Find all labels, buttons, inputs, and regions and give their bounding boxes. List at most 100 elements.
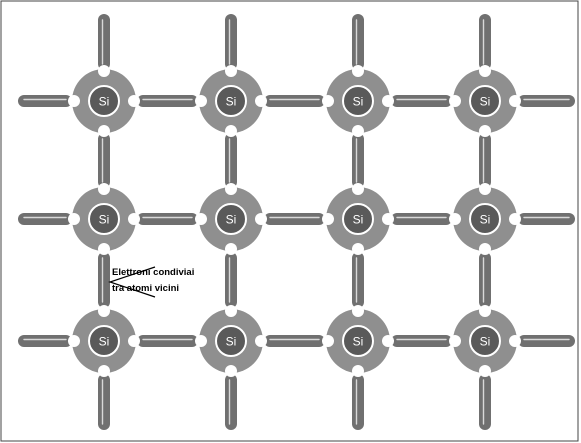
shell-notch [352,365,364,377]
electron-pair-bar [18,335,72,347]
shell-notch [449,213,461,225]
atom-symbol: Si [480,335,491,349]
electron-pair-bar [352,374,364,430]
atom-nucleus [469,203,501,235]
bond-horizontal-c3-2 [391,335,452,347]
atom-symbol: Si [353,335,364,349]
bond-horizontal-c2-0 [264,95,325,107]
bond-left-outer-2 [18,335,72,347]
bond-top-outer-0 [98,14,110,70]
bond-vertical-r2-0 [98,252,110,308]
shell-notch [479,305,491,317]
bond-horizontal-c2-1 [264,213,325,225]
bond-vertical-r1-3 [479,133,491,188]
atom-symbol: Si [353,95,364,109]
atom-nucleus [215,85,247,117]
bond-top-outer-3 [479,14,491,70]
electron-pair-bar [18,213,72,225]
silicon-atom: Si [68,305,140,377]
silicon-atom: Si [322,183,394,255]
shell-notch [255,335,267,347]
electron-pair-bar [479,14,491,70]
atom-symbol: Si [99,95,110,109]
shell-notch [195,95,207,107]
shell-notch [352,65,364,77]
electron-pair-bar [264,213,325,225]
shell-notch [98,243,110,255]
bond-vertical-r1-0 [98,133,110,188]
annotation-pointer [108,266,156,298]
bond-horizontal-c2-2 [264,335,325,347]
silicon-atom: Si [195,65,267,137]
shell-notch [98,305,110,317]
atom-nucleus [342,203,374,235]
atom-nucleus [342,85,374,117]
shell-notch [98,125,110,137]
shell-notch [322,213,334,225]
shell-notch [68,95,80,107]
silicon-atom: Si [195,305,267,377]
electron-pair-bar [98,252,110,308]
atom-symbol: Si [226,95,237,109]
shell-notch [98,183,110,195]
shell-notch [509,335,521,347]
electron-pair-bar [98,133,110,188]
electron-pair-bar [518,213,575,225]
bond-vertical-r1-2 [352,133,364,188]
shell-notch [382,213,394,225]
bond-vertical-r2-2 [352,252,364,308]
silicon-atom: Si [449,305,521,377]
atom-nucleus [215,203,247,235]
silicon-atom: Si [449,65,521,137]
electron-pair-bar [137,335,198,347]
bond-bottom-outer-1 [225,374,237,430]
shell-notch [98,365,110,377]
silicon-atom: Si [449,183,521,255]
electron-pair-bar [391,213,452,225]
shell-notch [509,213,521,225]
electron-pair-bar [479,374,491,430]
shell-notch [255,213,267,225]
shell-notch [195,335,207,347]
electron-pair-bar [391,335,452,347]
bond-left-outer-1 [18,213,72,225]
electron-pair-bar [137,95,198,107]
shell-notch [225,125,237,137]
shell-notch [449,95,461,107]
bond-bottom-outer-3 [479,374,491,430]
shell-notch [195,213,207,225]
atom-nucleus [342,325,374,357]
atom-symbol: Si [99,335,110,349]
atom-nucleus [88,325,120,357]
shell-notch [225,305,237,317]
electron-pair-bar [518,335,575,347]
shell-notch [352,125,364,137]
bond-right-outer-0 [518,95,575,107]
electron-pair-bar [264,95,325,107]
bond-right-outer-2 [518,335,575,347]
shell-notch [322,95,334,107]
atom-nucleus [88,203,120,235]
electron-pair-bar [352,252,364,308]
bond-right-outer-1 [518,213,575,225]
shell-notch [509,95,521,107]
shell-notch [225,243,237,255]
shell-notch [479,125,491,137]
bonds-layer [18,14,575,430]
atom-symbol: Si [480,95,491,109]
electron-pair-bar [391,95,452,107]
shell-notch [128,95,140,107]
shell-notch [352,183,364,195]
electron-pair-bar [98,374,110,430]
shell-notch [479,365,491,377]
electron-pair-bar [225,252,237,308]
bond-top-outer-1 [225,14,237,70]
electron-pair-bar [352,14,364,70]
shell-notch [382,95,394,107]
bond-vertical-r2-3 [479,252,491,308]
atom-nucleus [215,325,247,357]
shell-notch [382,335,394,347]
shell-notch [322,335,334,347]
electron-pair-bar [479,133,491,188]
